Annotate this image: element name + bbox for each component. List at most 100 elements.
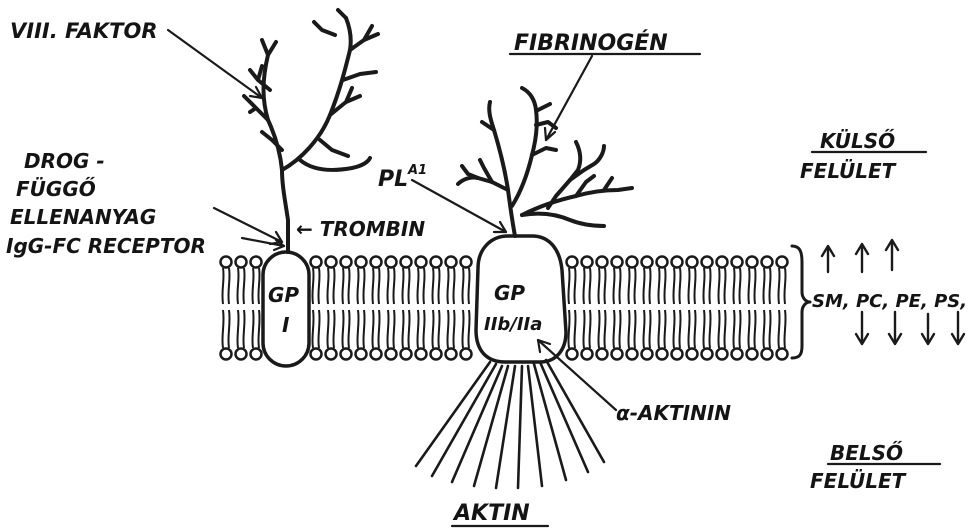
lipid-head	[356, 257, 367, 268]
lipid-tail	[748, 310, 749, 348]
lipid-tail	[739, 268, 740, 304]
lipid-tail	[634, 310, 635, 348]
lipid-tail	[604, 310, 605, 348]
lipid-tail	[733, 268, 734, 304]
lipid-tail	[583, 310, 584, 348]
lipid-head	[341, 257, 352, 268]
lipid-tail	[222, 268, 223, 304]
label-trombin: ← TROMBIN	[296, 217, 425, 241]
lipid-head	[311, 257, 322, 268]
label-kulso: KÜLSŐ	[820, 129, 895, 153]
lipid-tail	[673, 268, 674, 304]
lipid-head	[612, 257, 623, 268]
lipid-tail	[604, 268, 605, 304]
lipid-head	[612, 349, 623, 360]
lipid-tail	[432, 268, 433, 304]
lipid-tail	[748, 268, 749, 304]
lipid-tail	[327, 310, 328, 348]
lipid-tail	[619, 310, 620, 348]
lipid-tail	[318, 310, 319, 348]
lipid-tail	[462, 310, 463, 348]
lipid-head	[642, 257, 653, 268]
lipid-tail	[754, 310, 755, 348]
lipid-head	[642, 349, 653, 360]
lipid-tail	[402, 310, 403, 348]
lipid-tail	[408, 310, 409, 348]
label-gp-i-bottom: I	[282, 313, 290, 337]
lipid-head	[657, 257, 668, 268]
lipid-head	[657, 349, 668, 360]
lipid-head	[431, 257, 442, 268]
lipid-tail	[318, 268, 319, 304]
lipid-head	[221, 257, 232, 268]
lipid-tail	[643, 268, 644, 304]
lipid-head	[717, 257, 728, 268]
label-gp-iib-top: GP	[494, 281, 525, 305]
lipid-head	[567, 349, 578, 360]
actin-filaments	[416, 360, 604, 488]
lipid-tail	[258, 310, 259, 348]
lipid-tail	[228, 268, 229, 304]
lipid-head	[236, 349, 247, 360]
lipid-tail	[222, 310, 223, 348]
lipid-head	[446, 349, 457, 360]
lipid-tail	[598, 268, 599, 304]
lipid-tail	[243, 310, 244, 348]
lipid-tail	[252, 268, 253, 304]
lipid-head	[672, 257, 683, 268]
lipid-tail	[363, 310, 364, 348]
label-gp-iib-bottom: IIb/IIa	[484, 314, 542, 335]
lipid-tail	[468, 268, 469, 304]
label-felulet-kulso: FELÜLET	[800, 159, 897, 183]
lipid-tail	[432, 310, 433, 348]
lipid-tail	[342, 310, 343, 348]
lipid-head	[311, 349, 322, 360]
lipid-tail	[703, 268, 704, 304]
lipid-tail	[754, 268, 755, 304]
lipid-tail	[589, 310, 590, 348]
lipid-head	[461, 257, 472, 268]
lipid-tail	[438, 310, 439, 348]
lipid-tail	[417, 310, 418, 348]
lipid-head	[627, 257, 638, 268]
lipid-tail	[333, 310, 334, 348]
lipid-tail	[718, 310, 719, 348]
lipid-head	[446, 257, 457, 268]
lipid-tail	[724, 310, 725, 348]
lipid-tail	[333, 268, 334, 304]
lipid-tail	[243, 268, 244, 304]
lipid-tail	[583, 268, 584, 304]
label-felulet-belso: FELÜLET	[810, 469, 907, 493]
lipid-tail	[348, 310, 349, 348]
lipid-tail	[417, 268, 418, 304]
lipid-tail	[447, 268, 448, 304]
gp-i-glycocalyx	[244, 10, 378, 252]
lipid-head	[747, 257, 758, 268]
lipid-tail	[778, 268, 779, 304]
lipid-tail	[679, 310, 680, 348]
lipid-head	[567, 257, 578, 268]
lipid-tail	[252, 310, 253, 348]
lipid-tail	[709, 310, 710, 348]
lipid-tail	[643, 310, 644, 348]
lipid-head	[672, 349, 683, 360]
lipid-head	[687, 257, 698, 268]
lipid-head	[461, 349, 472, 360]
lipid-tail	[634, 268, 635, 304]
lipid-head	[401, 349, 412, 360]
lipid-tail	[378, 268, 379, 304]
lipid-tail	[568, 268, 569, 304]
lipid-tail	[613, 268, 614, 304]
label-pl-superscript: A1	[407, 163, 427, 178]
lipid-tail	[402, 268, 403, 304]
lipid-tail	[658, 268, 659, 304]
lipid-tail	[357, 310, 358, 348]
lipid-tail	[423, 310, 424, 348]
lipid-tail	[393, 268, 394, 304]
lipid-tail	[679, 268, 680, 304]
gp-iib-iiia-glycocalyx	[458, 88, 632, 236]
lipid-tail	[312, 268, 313, 304]
lipid-tail	[784, 268, 785, 304]
lipid-tail	[763, 268, 764, 304]
